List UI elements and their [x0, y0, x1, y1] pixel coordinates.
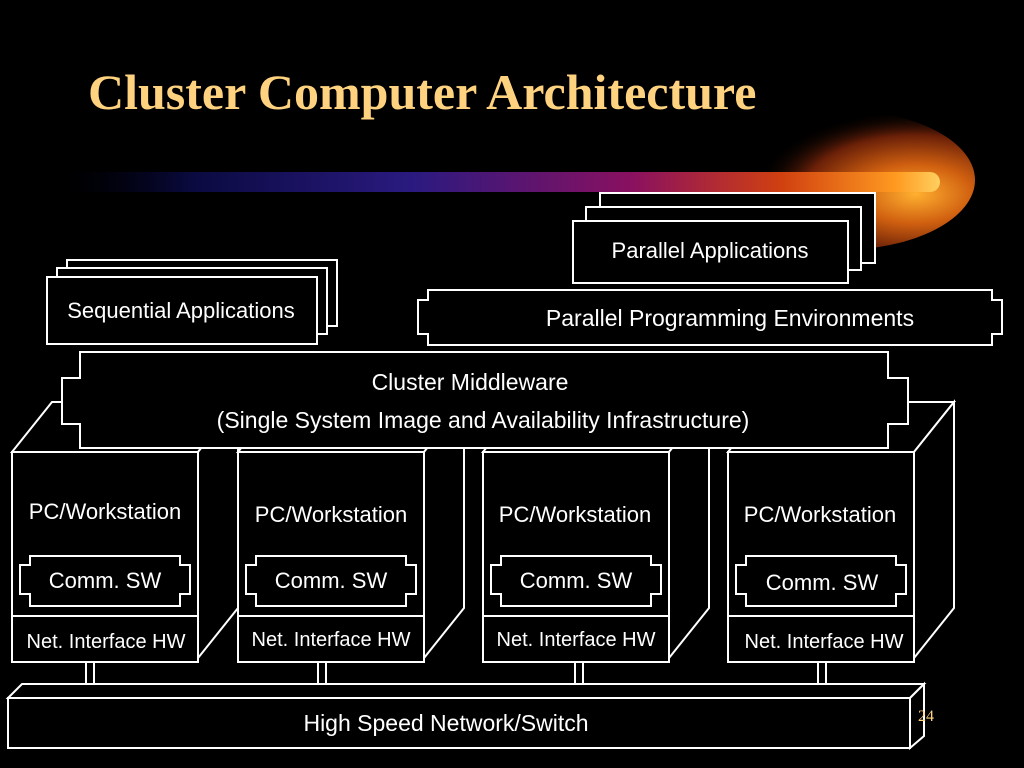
- slide-title: Cluster Computer Architecture: [88, 64, 757, 120]
- cluster-middleware-label: Cluster Middleware: [372, 369, 569, 395]
- parallel-programming-environments-label: Parallel Programming Environments: [546, 305, 914, 331]
- sequential-applications-stack: [46, 259, 338, 345]
- comm-sw-label: Comm. SW: [766, 570, 879, 595]
- cluster-middleware-box: [61, 351, 909, 449]
- workstation-label: PC/Workstation: [744, 502, 896, 527]
- node-4: [725, 399, 957, 663]
- sequential-applications-label: Sequential Applications: [67, 298, 295, 323]
- net-interface-hw-label: Net. Interface HW: [252, 629, 411, 651]
- comm-sw-label: Comm. SW: [275, 568, 388, 593]
- network-switch-slab: [5, 681, 927, 751]
- parallel-programming-environments-box: [417, 289, 1003, 346]
- network-switch-label: High Speed Network/Switch: [303, 710, 588, 736]
- workstation-label: PC/Workstation: [499, 502, 651, 527]
- page-number: 24: [918, 708, 934, 725]
- net-interface-hw-label: Net. Interface HW: [27, 631, 186, 653]
- node-3: [480, 399, 712, 663]
- workstation-label: PC/Workstation: [29, 499, 181, 524]
- comm-sw-label: Comm. SW: [520, 568, 633, 593]
- net-interface-hw-label: Net. Interface HW: [745, 631, 904, 653]
- cluster-middleware-sublabel: (Single System Image and Availability In…: [217, 407, 750, 433]
- workstation-label: PC/Workstation: [255, 502, 407, 527]
- parallel-applications-stack: [572, 192, 876, 284]
- comm-sw-label: Comm. SW: [49, 568, 162, 593]
- network-connectors: [85, 661, 827, 687]
- parallel-applications-label: Parallel Applications: [612, 238, 809, 263]
- net-interface-hw-label: Net. Interface HW: [497, 629, 656, 651]
